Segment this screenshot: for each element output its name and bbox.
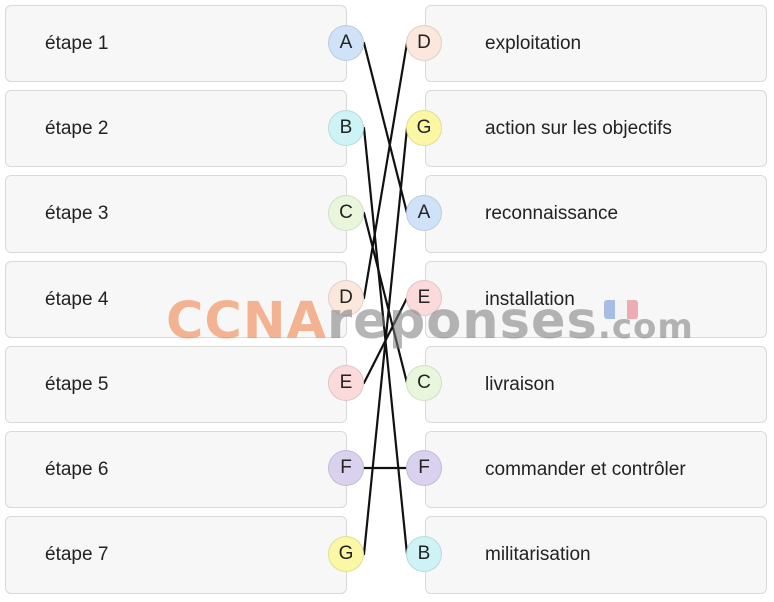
link-a [362, 41, 409, 215]
phase-card-delivery: livraison [425, 346, 767, 423]
phase-label: exploitation [485, 32, 582, 54]
step-label: étape 4 [45, 288, 109, 310]
source-badge-7[interactable]: G [328, 536, 364, 572]
step-card-2: étape 2 [5, 90, 347, 167]
badge-letter: B [339, 117, 353, 138]
target-badge-5[interactable]: C [406, 365, 442, 401]
badge-letter: D [339, 287, 353, 308]
phase-label: installation [485, 288, 575, 310]
step-label: étape 3 [45, 203, 109, 224]
watermark-part-2: reponses [327, 292, 598, 351]
step-card-7: étape 7 [5, 516, 347, 594]
badge-letter: A [339, 32, 353, 53]
step-card-3: étape 3 [5, 175, 347, 253]
source-badge-4[interactable]: D [328, 280, 364, 316]
badge-letter: D [417, 32, 431, 53]
badge-letter: G [338, 543, 354, 564]
phase-card-exploitation: exploitation [425, 5, 767, 82]
step-card-5: étape 5 [5, 346, 347, 423]
phase-card-weaponization: militarisation [425, 516, 767, 594]
source-badge-6[interactable]: F [328, 450, 364, 486]
step-label: étape 1 [45, 32, 109, 54]
source-badge-1[interactable]: A [328, 25, 364, 61]
phase-label: action sur les objectifs [485, 117, 672, 139]
watermark-part-1: CCNA [166, 292, 328, 351]
badge-letter: B [417, 543, 431, 564]
badge-letter: C [417, 372, 431, 393]
target-badge-6[interactable]: F [406, 450, 442, 486]
step-label: étape 2 [45, 117, 109, 139]
source-badge-2[interactable]: B [328, 110, 364, 146]
badge-letter: E [339, 372, 353, 393]
source-badge-3[interactable]: C [328, 195, 364, 231]
target-badge-2[interactable]: G [406, 110, 442, 146]
badge-letter: C [339, 202, 353, 223]
step-card-4: étape 4 [5, 261, 347, 338]
step-card-1: étape 1 [5, 5, 347, 82]
badge-letter: F [340, 457, 352, 478]
badge-letter: A [417, 202, 431, 223]
phase-label: livraison [485, 373, 555, 395]
phase-label: reconnaissance [485, 203, 619, 224]
badge-letter: G [416, 117, 432, 138]
source-badge-5[interactable]: E [328, 365, 364, 401]
step-label: étape 6 [45, 458, 109, 480]
link-d [362, 41, 409, 300]
badge-letter: F [418, 457, 430, 478]
target-badge-3[interactable]: A [406, 195, 442, 231]
phase-card-installation: installation [425, 261, 767, 338]
step-label: étape 7 [45, 544, 109, 565]
france-flag-icon [604, 300, 638, 319]
phase-label: militarisation [485, 544, 591, 565]
phase-card-command-and-control: commander et contrôler [425, 431, 767, 508]
target-badge-7[interactable]: B [406, 536, 442, 572]
phase-card-reconnaissance: reconnaissance [425, 175, 767, 253]
target-badge-1[interactable]: D [406, 25, 442, 61]
target-badge-4[interactable]: E [406, 280, 442, 316]
step-card-6: étape 6 [5, 431, 347, 508]
phase-label: commander et contrôler [485, 458, 686, 480]
step-label: étape 5 [45, 373, 109, 395]
badge-letter: E [417, 287, 431, 308]
phase-card-action-on-objectives: action sur les objectifs [425, 90, 767, 167]
